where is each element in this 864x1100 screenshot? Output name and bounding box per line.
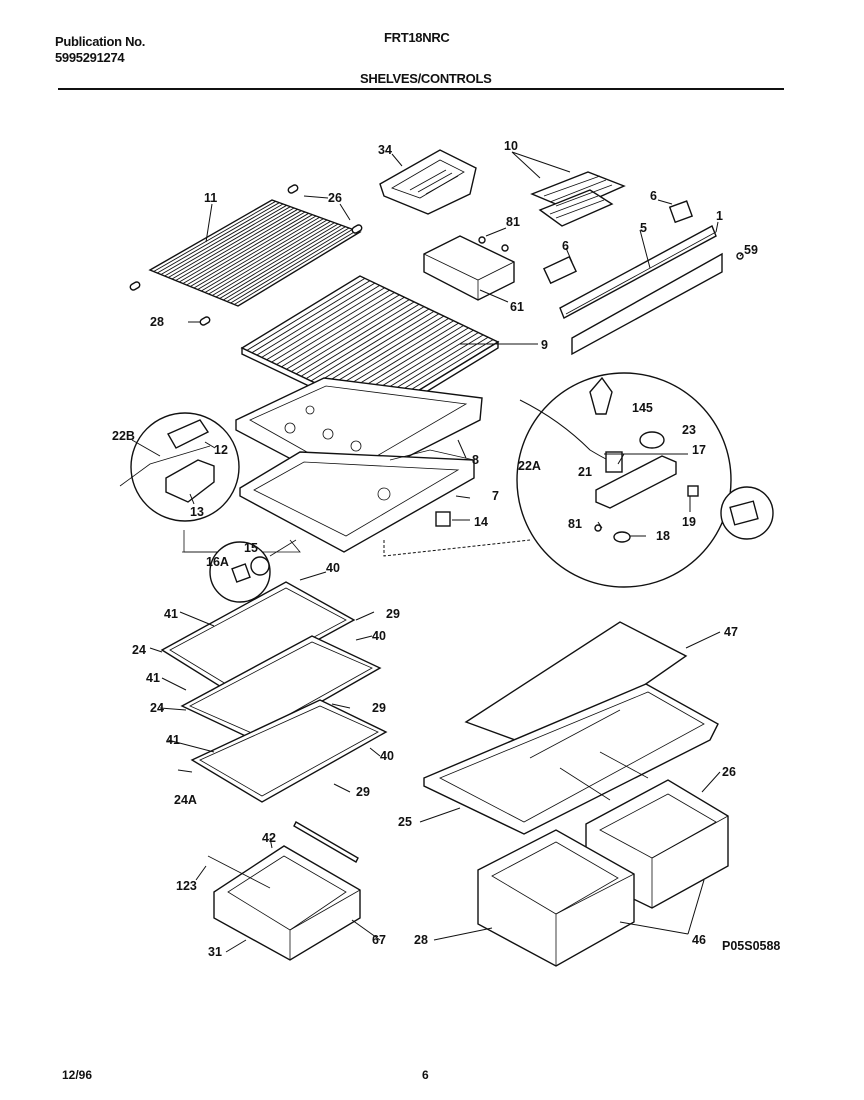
shelf-frame-7 bbox=[239, 449, 475, 553]
label-15: 15 bbox=[244, 541, 258, 555]
label-8: 8 bbox=[472, 453, 479, 467]
label-1: 1 bbox=[716, 209, 723, 223]
glass-shelf-middle bbox=[180, 635, 382, 741]
part-labels: 34 10 11 26 6 81 5 1 59 6 61 28 9 22B 12… bbox=[112, 139, 780, 959]
detail-circle-left bbox=[119, 412, 240, 553]
label-81-mid: 81 bbox=[568, 517, 582, 531]
crisper-pan-34 bbox=[379, 149, 477, 215]
drawing-code: P05S0588 bbox=[722, 939, 780, 953]
label-40-mid: 40 bbox=[372, 629, 386, 643]
light-bulb-detail bbox=[209, 539, 297, 603]
label-67: 67 bbox=[372, 933, 386, 947]
crisper-drawer-left-28 bbox=[477, 829, 635, 967]
label-21: 21 bbox=[578, 465, 592, 479]
label-22B: 22B bbox=[112, 429, 135, 443]
label-25: 25 bbox=[398, 815, 412, 829]
label-29-top: 29 bbox=[386, 607, 400, 621]
label-17: 17 bbox=[692, 443, 706, 457]
label-47: 47 bbox=[724, 625, 738, 639]
label-145: 145 bbox=[632, 401, 653, 415]
label-19: 19 bbox=[682, 515, 696, 529]
label-10: 10 bbox=[504, 139, 518, 153]
shelf-clips bbox=[129, 184, 363, 326]
label-61: 61 bbox=[510, 300, 524, 314]
model-number: FRT18NRC bbox=[384, 30, 450, 45]
label-26-top: 26 bbox=[328, 191, 342, 205]
label-24-top: 24 bbox=[132, 643, 146, 657]
label-12: 12 bbox=[214, 443, 228, 457]
label-11: 11 bbox=[204, 191, 217, 205]
label-41-top: 41 bbox=[164, 607, 178, 621]
label-28-drawer: 28 bbox=[414, 933, 428, 947]
label-24A: 24A bbox=[174, 793, 197, 807]
label-29-mid: 29 bbox=[372, 701, 386, 715]
label-5: 5 bbox=[640, 221, 647, 235]
label-6-top: 6 bbox=[650, 189, 657, 203]
egg-trays-10 bbox=[530, 171, 626, 227]
publication-number: 5995291274 bbox=[55, 50, 125, 65]
label-22A: 22A bbox=[518, 459, 541, 473]
label-46: 46 bbox=[692, 933, 706, 947]
label-23: 23 bbox=[682, 423, 696, 437]
publication-label: Publication No. bbox=[55, 34, 146, 49]
part-14 bbox=[435, 511, 451, 527]
label-81-top: 81 bbox=[506, 215, 520, 229]
label-24-mid: 24 bbox=[150, 701, 164, 715]
meat-keeper-31 bbox=[207, 821, 361, 961]
label-29-bottom: 29 bbox=[356, 785, 370, 799]
shelf-bracket-61 bbox=[423, 235, 515, 301]
section-title: SHELVES/CONTROLS bbox=[360, 71, 492, 86]
label-41-mid: 41 bbox=[146, 671, 160, 685]
label-41-bottom: 41 bbox=[166, 733, 180, 747]
leader-lines bbox=[131, 151, 743, 953]
glass-shelf-top bbox=[160, 581, 356, 691]
label-14: 14 bbox=[474, 515, 488, 529]
label-40-top: 40 bbox=[326, 561, 340, 575]
label-40-bottom: 40 bbox=[380, 749, 394, 763]
label-28-top: 28 bbox=[150, 315, 164, 329]
label-16A: 16A bbox=[206, 555, 229, 569]
crisper-cover-frame-25 bbox=[423, 683, 719, 835]
label-123: 123 bbox=[176, 879, 197, 893]
label-34: 34 bbox=[378, 143, 392, 157]
header-rule bbox=[58, 88, 784, 90]
label-13: 13 bbox=[190, 505, 204, 519]
label-31: 31 bbox=[208, 945, 222, 959]
label-18: 18 bbox=[656, 529, 670, 543]
label-59: 59 bbox=[744, 243, 758, 257]
glass-shelf-bottom bbox=[190, 699, 388, 803]
label-42: 42 bbox=[262, 831, 276, 845]
control-rail-5 bbox=[543, 200, 744, 356]
label-9: 9 bbox=[541, 338, 548, 352]
label-26-drawer: 26 bbox=[722, 765, 736, 779]
footer-date: 12/96 bbox=[62, 1068, 93, 1082]
label-7: 7 bbox=[492, 489, 499, 503]
footer-page-number: 6 bbox=[422, 1068, 429, 1082]
wire-shelf-11 bbox=[148, 199, 362, 307]
label-6-mid: 6 bbox=[562, 239, 569, 253]
